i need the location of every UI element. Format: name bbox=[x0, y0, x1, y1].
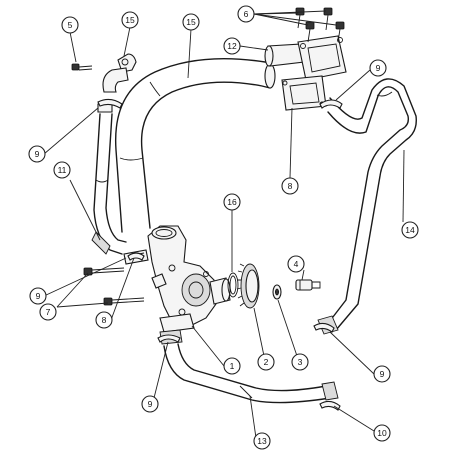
impeller-gear-2 bbox=[236, 263, 260, 309]
callout-9-mid-left: 9 bbox=[29, 287, 47, 305]
callout-9-upper-right: 9 bbox=[369, 59, 387, 77]
svg-text:15: 15 bbox=[186, 17, 196, 27]
callout-8-lower: 8 bbox=[95, 311, 113, 329]
clip-9-lower-left bbox=[157, 334, 181, 343]
svg-text:10: 10 bbox=[377, 428, 387, 438]
hose-15 bbox=[114, 57, 276, 233]
callout-11: 15 bbox=[121, 11, 139, 29]
callout-9-lower-left: 9 bbox=[141, 395, 159, 413]
svg-text:4: 4 bbox=[294, 259, 299, 269]
svg-text:9: 9 bbox=[380, 369, 385, 379]
callout-16: 16 bbox=[223, 193, 241, 211]
clip-9-bottom-right bbox=[319, 400, 341, 411]
svg-text:8: 8 bbox=[288, 181, 293, 191]
elbow-11 bbox=[102, 53, 137, 93]
callout-14: 14 bbox=[401, 221, 419, 239]
svg-text:9: 9 bbox=[376, 63, 381, 73]
callout-13: 13 bbox=[253, 432, 271, 450]
svg-text:15: 15 bbox=[125, 15, 135, 25]
bolt-5 bbox=[71, 63, 93, 71]
hose-14 bbox=[317, 78, 417, 335]
callout-9-upper-left: 9 bbox=[28, 145, 46, 163]
washer-3 bbox=[272, 284, 282, 300]
callout-7: 7 bbox=[39, 303, 57, 321]
svg-text:16: 16 bbox=[227, 197, 237, 207]
svg-text:13: 13 bbox=[257, 436, 267, 446]
callout-12: 12 bbox=[223, 37, 241, 55]
thermostat-housing-12 bbox=[264, 35, 347, 81]
callout-9-right: 9 bbox=[373, 365, 391, 383]
gasket-8-upper bbox=[281, 75, 327, 111]
callout-8-upper: 8 bbox=[281, 177, 299, 195]
water-pump-1 bbox=[147, 225, 231, 333]
callout-3: 3 bbox=[291, 353, 309, 371]
callout-5: 5 bbox=[61, 16, 79, 34]
svg-text:9: 9 bbox=[148, 399, 153, 409]
clip-9-right bbox=[313, 322, 335, 333]
svg-text:2: 2 bbox=[264, 357, 269, 367]
svg-text:14: 14 bbox=[405, 225, 415, 235]
svg-text:5: 5 bbox=[68, 20, 73, 30]
callout-4: 4 bbox=[287, 255, 305, 273]
callout-6: 6 bbox=[237, 5, 255, 23]
callout-2: 2 bbox=[257, 353, 275, 371]
callout-9-bottom-right: 10 bbox=[373, 424, 391, 442]
svg-text:1: 1 bbox=[230, 361, 235, 371]
svg-text:12: 12 bbox=[227, 41, 237, 51]
clip-9-upper-left bbox=[97, 98, 123, 109]
clip-9-mid-left bbox=[127, 252, 145, 261]
hose-10 bbox=[91, 103, 127, 255]
svg-text:11: 11 bbox=[58, 165, 67, 175]
hose-13 bbox=[159, 329, 339, 404]
svg-text:6: 6 bbox=[244, 9, 249, 19]
clip-9-upper-right bbox=[319, 99, 343, 109]
bolts-7 bbox=[83, 267, 145, 306]
svg-text:7: 7 bbox=[46, 307, 51, 317]
bolt-4 bbox=[295, 279, 321, 291]
leader-lines bbox=[43, 10, 405, 439]
callout-15: 15 bbox=[182, 13, 200, 31]
svg-text:8: 8 bbox=[102, 315, 107, 325]
svg-text:9: 9 bbox=[36, 291, 41, 301]
svg-text:9: 9 bbox=[35, 149, 40, 159]
callout-10: 11 bbox=[53, 161, 71, 179]
o-ring-16 bbox=[227, 272, 239, 298]
callout-1: 1 bbox=[223, 357, 241, 375]
svg-text:3: 3 bbox=[298, 357, 303, 367]
bolts-6 bbox=[295, 7, 345, 43]
